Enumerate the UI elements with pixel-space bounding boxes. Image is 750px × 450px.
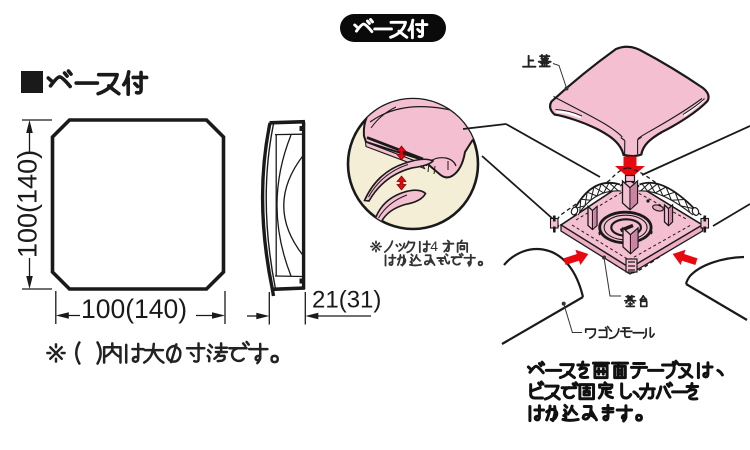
svg-text:100(140): 100(140) <box>13 150 43 258</box>
svg-text:21(31): 21(31) <box>312 287 381 314</box>
svg-text:4: 4 <box>430 238 438 254</box>
svg-text:100(140): 100(140) <box>81 294 187 324</box>
